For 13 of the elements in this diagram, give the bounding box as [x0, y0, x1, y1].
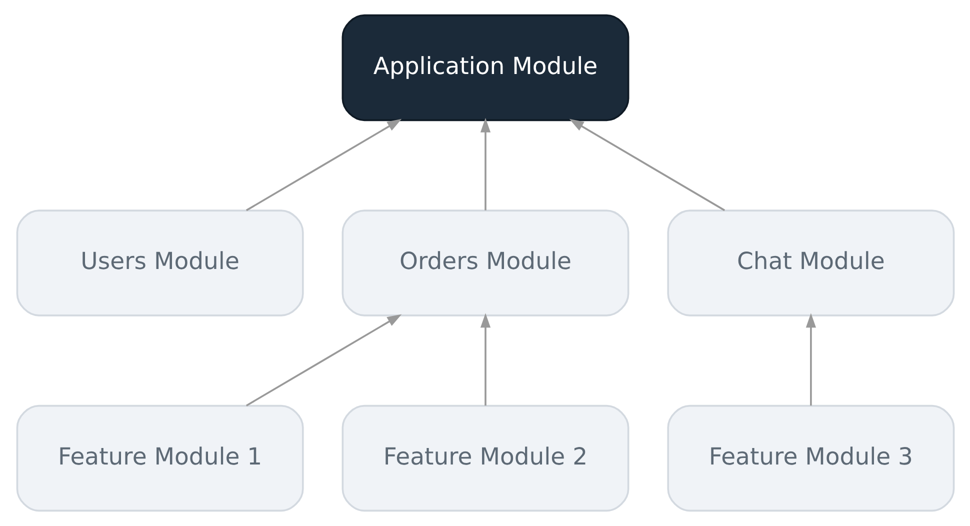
- node-box: Feature Module 2: [341, 404, 629, 512]
- node-box: Orders Module: [341, 210, 629, 316]
- arrow: [245, 314, 402, 406]
- arrow: [480, 118, 490, 210]
- node-box: Feature Module 3: [666, 404, 954, 512]
- node-box: Chat Module: [666, 210, 954, 316]
- arrow: [245, 118, 402, 212]
- node-box: Application Module: [341, 14, 629, 122]
- node-box: Feature Module 1: [16, 404, 304, 512]
- arrow: [805, 313, 816, 406]
- arrow: [568, 118, 725, 212]
- node-box: Users Module: [16, 210, 304, 316]
- arrow: [480, 313, 490, 406]
